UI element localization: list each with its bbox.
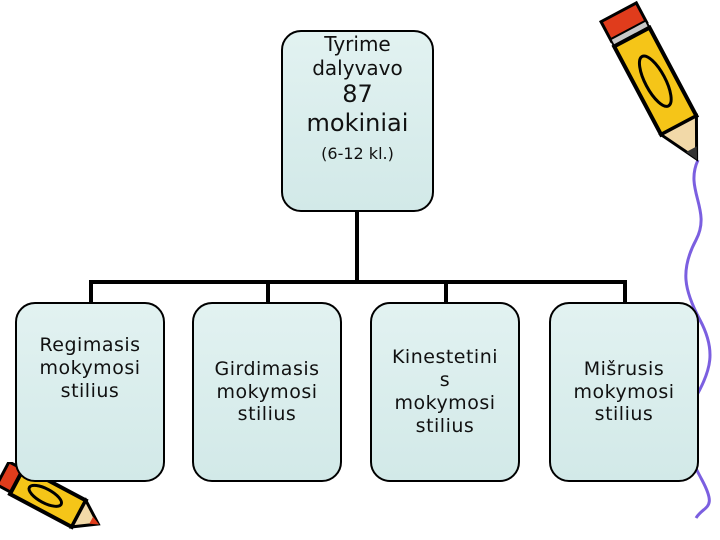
node-label-line: stilius [416, 415, 475, 438]
node-label-line: stilius [595, 403, 654, 426]
node-label-line: mokymosi [216, 381, 317, 404]
node-label-line: Girdimasis [214, 358, 319, 381]
node-mixed-learning-style: Mišrusis mokymosi stilius [549, 302, 699, 482]
node-visual-learning-style: Regimasis mokymosi stilius [15, 302, 165, 482]
node-label-line: s [440, 369, 450, 392]
root-node-participants: Tyrime dalyvavo 87 mokiniai (6-12 kl.) [281, 30, 434, 212]
node-label-line: mokymosi [573, 381, 674, 404]
root-noun: mokiniai [307, 109, 409, 138]
node-label-line: stilius [61, 380, 120, 403]
node-label-line: mokymosi [394, 392, 495, 415]
root-line-1: Tyrime [324, 32, 391, 56]
node-label-line: mokymosi [39, 357, 140, 380]
node-label-line: Mišrusis [584, 358, 665, 381]
root-line-2: dalyvavo [312, 56, 403, 80]
pencil-icon-top-right [598, 0, 720, 172]
node-label-line: stilius [238, 403, 297, 426]
node-label-line: Regimasis [39, 334, 140, 357]
root-grades: (6-12 kl.) [321, 142, 394, 166]
root-count: 87 [342, 80, 373, 109]
node-auditory-learning-style: Girdimasis mokymosi stilius [192, 302, 342, 482]
node-kinesthetic-learning-style: Kinestetini s mokymosi stilius [370, 302, 520, 482]
node-label-line: Kinestetini [392, 346, 498, 369]
